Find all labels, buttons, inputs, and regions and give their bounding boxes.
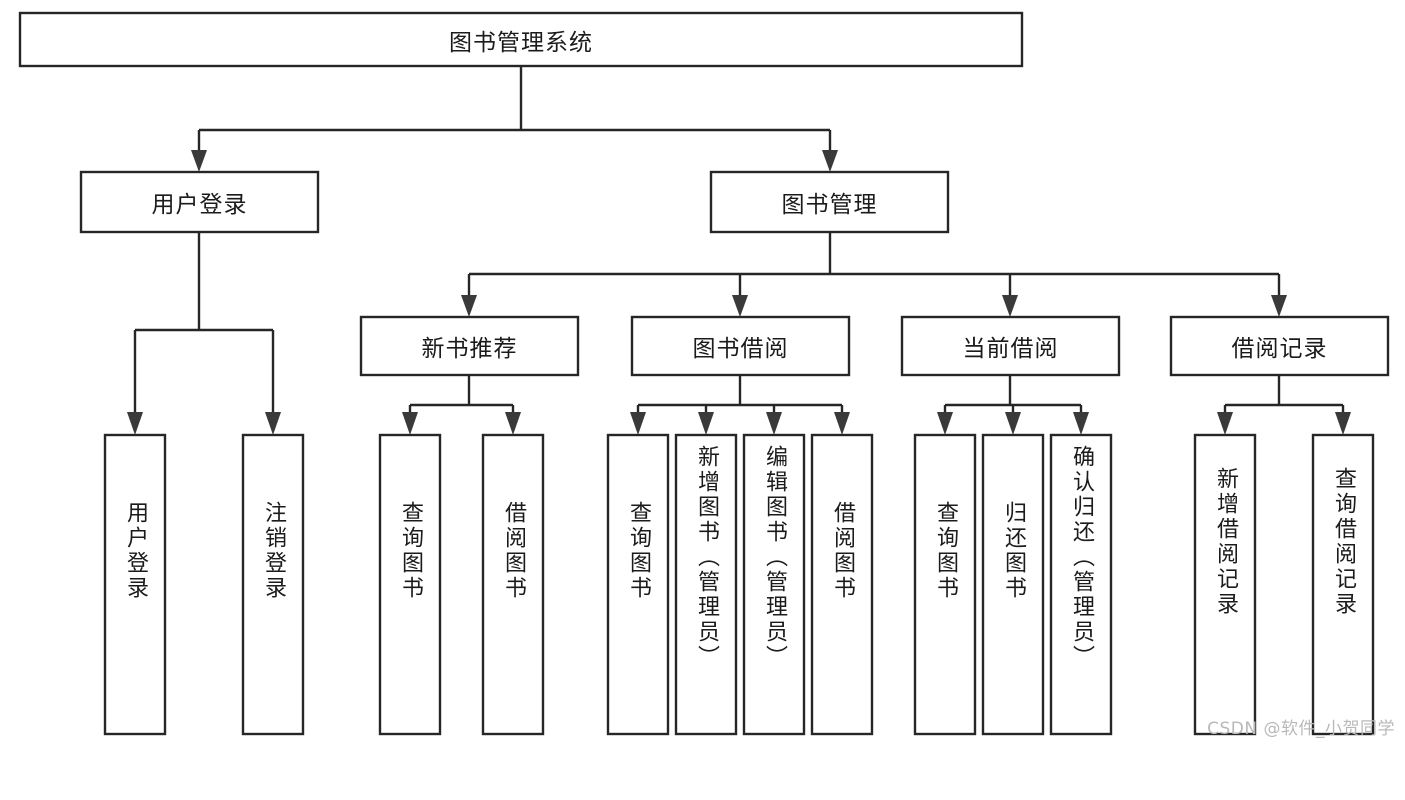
arrow-leaf-user-login	[127, 412, 143, 435]
arrow-leaf-cb-query	[937, 412, 953, 435]
arrow-to-new-book	[461, 295, 477, 317]
arrow-leaf-cb-return	[1005, 412, 1021, 435]
node-box-leaf-cb-confirm-return[interactable]	[1049, 433, 1113, 736]
node-box-leaf-logout[interactable]	[241, 433, 305, 736]
node-box-book-management[interactable]	[709, 170, 950, 234]
connector-layer	[127, 66, 1351, 435]
node-box-leaf-cb-return-book[interactable]	[981, 433, 1045, 736]
arrow-leaf-br-add	[1217, 412, 1233, 435]
node-box-leaf-bb-edit-book[interactable]	[742, 433, 806, 736]
arrow-leaf-nb-query	[402, 412, 418, 435]
node-box-leaf-br-query-record[interactable]	[1311, 433, 1375, 736]
node-box-layer	[18, 11, 1390, 736]
arrow-leaf-br-query	[1335, 412, 1351, 435]
node-box-current-borrow[interactable]	[900, 315, 1121, 377]
node-box-leaf-nb-borrow-book[interactable]	[481, 433, 545, 736]
node-box-new-book-recommend[interactable]	[359, 315, 580, 377]
csdn-watermark: CSDN @软件_小贺同学	[1207, 719, 1395, 739]
node-box-leaf-br-add-record[interactable]	[1193, 433, 1257, 736]
node-box-leaf-bb-add-book[interactable]	[674, 433, 738, 736]
arrow-leaf-bb-borrow	[834, 412, 850, 435]
arrow-leaf-nb-borrow	[505, 412, 521, 435]
node-box-leaf-bb-borrow-book[interactable]	[810, 433, 874, 736]
node-box-root[interactable]	[18, 11, 1024, 68]
node-box-book-borrow[interactable]	[630, 315, 851, 377]
node-box-leaf-user-login[interactable]	[103, 433, 167, 736]
system-structure-diagram: 图书管理系统 用户登录 图书管理 新书推荐 图书借阅 当前借阅 借阅记录 用户登…	[18, 11, 1395, 739]
node-box-leaf-bb-query-book[interactable]	[606, 433, 670, 736]
arrow-leaf-bb-query	[630, 412, 646, 435]
tree-diagram-canvas	[18, 11, 1390, 736]
arrow-to-book-borrow	[732, 295, 748, 317]
node-box-leaf-cb-query-book[interactable]	[913, 433, 977, 736]
arrow-to-borrow-record	[1271, 295, 1287, 317]
arrow-leaf-bb-edit	[766, 412, 782, 435]
node-box-user-login[interactable]	[79, 170, 320, 234]
arrow-leaf-logout	[265, 412, 281, 435]
node-box-borrow-record[interactable]	[1169, 315, 1390, 377]
arrow-leaf-bb-add	[698, 412, 714, 435]
arrow-to-current-borrow	[1002, 295, 1018, 317]
arrow-to-user-login	[191, 150, 207, 172]
arrow-leaf-cb-confirm	[1073, 412, 1089, 435]
arrow-to-book-mgmt	[822, 150, 838, 172]
node-box-leaf-nb-query-book[interactable]	[378, 433, 442, 736]
